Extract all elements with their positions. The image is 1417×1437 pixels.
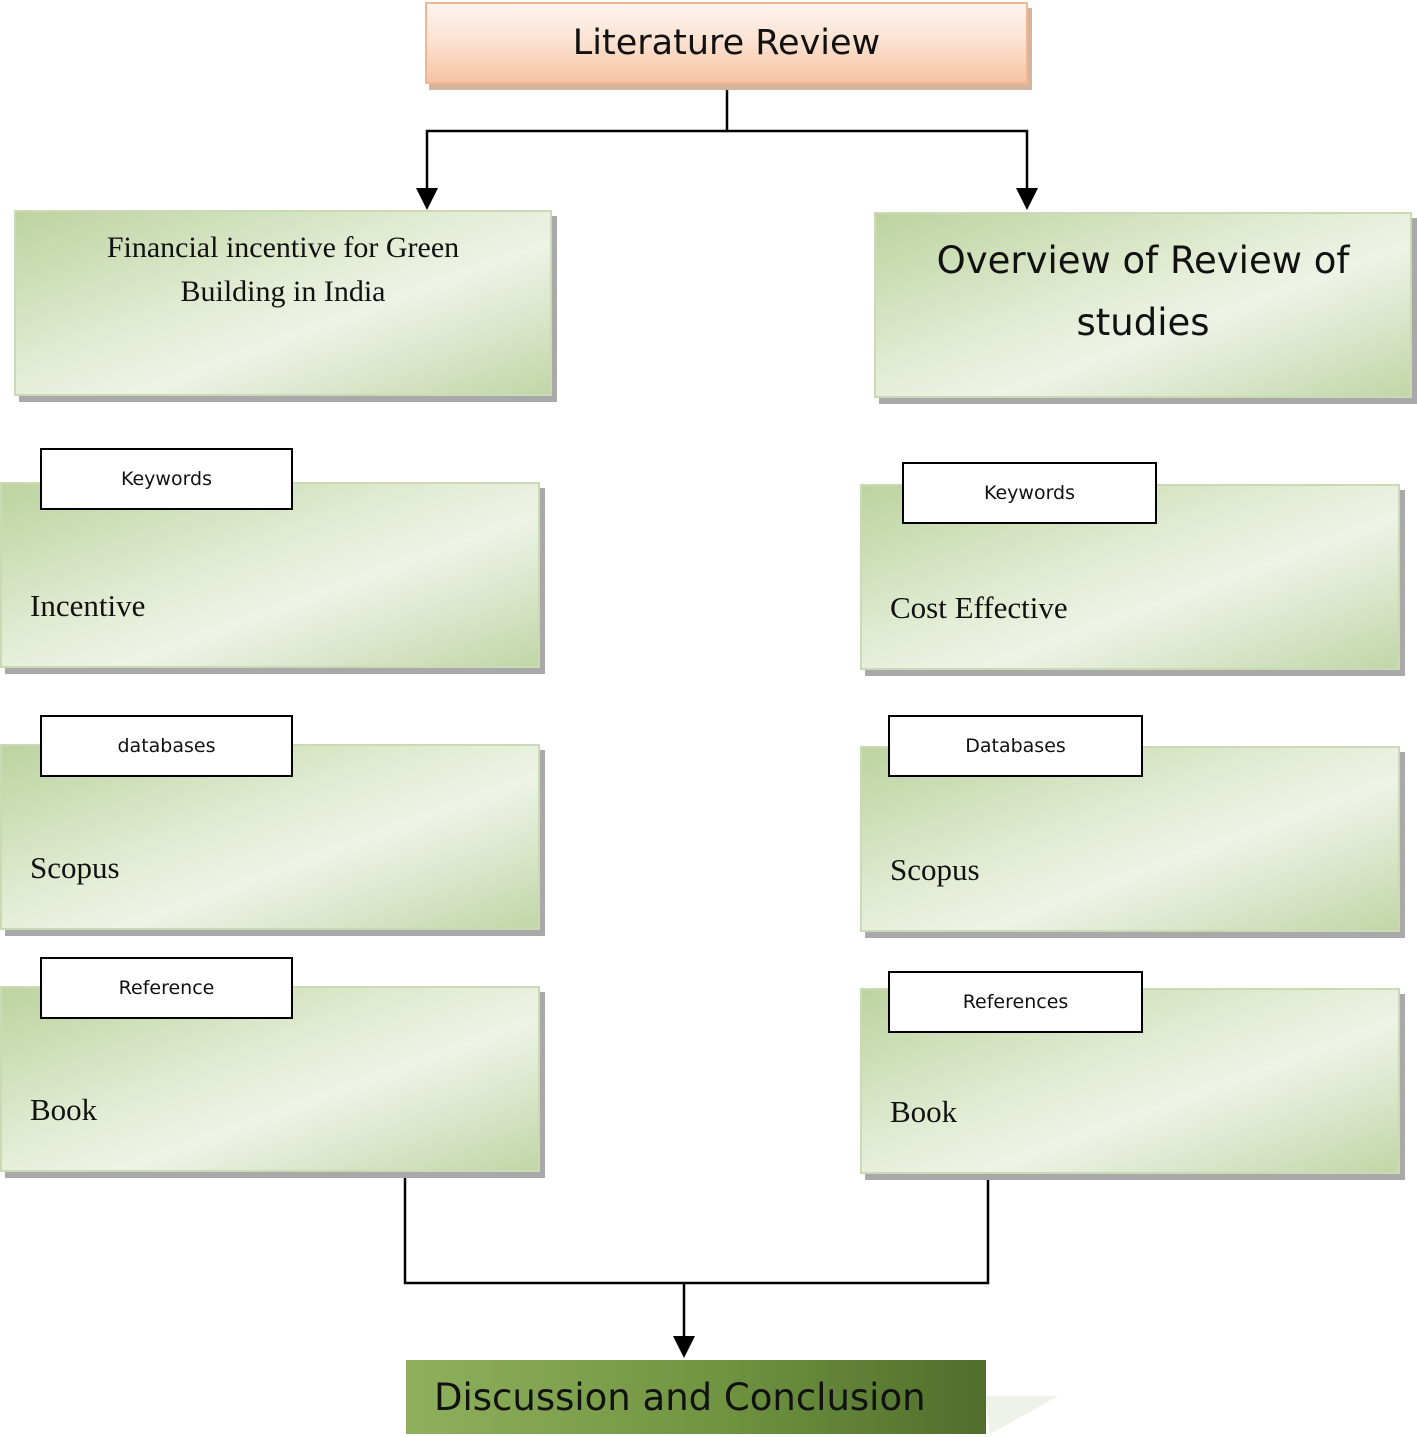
right-header-line2: studies	[1076, 301, 1210, 344]
right-keywords-value: Cost Effective	[890, 590, 1068, 625]
arrow-right-icon	[1016, 188, 1038, 210]
left-keywords-tag: Keywords	[40, 448, 293, 510]
arrow-down-icon	[673, 1336, 695, 1358]
left-header-line2: Building in India	[180, 275, 386, 308]
right-references-tag: References	[888, 971, 1143, 1033]
left-databases-value: Scopus	[30, 850, 120, 885]
literature-review-title: Literature Review	[572, 23, 881, 63]
right-databases-value: Scopus	[890, 852, 980, 887]
right-keywords-tag: Keywords	[902, 462, 1157, 524]
connector-top-left	[425, 84, 729, 190]
right-header-box: Overview of Review of studies	[874, 212, 1412, 398]
left-keywords-box: Incentive	[0, 482, 540, 668]
left-header-box: Financial incentive for Green Building i…	[14, 210, 552, 396]
arrow-left-icon	[416, 188, 438, 210]
right-references-value: Book	[890, 1094, 958, 1129]
left-header-line1: Financial incentive for Green	[106, 231, 460, 264]
left-databases-tag: databases	[40, 715, 293, 777]
conclusion-shadow	[985, 1396, 1058, 1434]
connector-top-right	[727, 129, 1029, 190]
discussion-conclusion-title: Discussion and Conclusion	[434, 1375, 926, 1419]
right-databases-tag: Databases	[888, 715, 1143, 777]
right-header-line1: Overview of Review of	[936, 239, 1350, 282]
discussion-conclusion-box: Discussion and Conclusion	[406, 1360, 986, 1434]
literature-review-box: Literature Review	[425, 2, 1028, 84]
left-reference-value: Book	[30, 1092, 98, 1127]
left-keywords-value: Incentive	[30, 588, 146, 623]
left-reference-tag: Reference	[40, 957, 293, 1019]
connector-bottom-join	[403, 1170, 990, 1285]
